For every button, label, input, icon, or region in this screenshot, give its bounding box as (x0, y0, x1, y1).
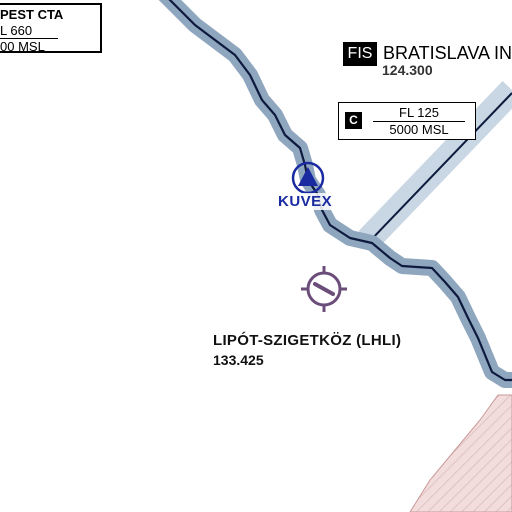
restricted-area (409, 394, 512, 512)
aerodrome-icon[interactable] (301, 266, 347, 312)
fis-frequency: 124.300 (382, 62, 433, 78)
cta-lower-limit: 00 MSL (0, 39, 45, 54)
cta-divider (0, 38, 58, 39)
airspace-class-box: C FL 125 5000 MSL (338, 102, 476, 140)
airway-centerline (367, 92, 512, 244)
airway-corridor (358, 80, 512, 250)
aerodrome-name[interactable]: LIPÓT-SZIGETKÖZ (LHLI) (213, 332, 402, 349)
fis-name: BRATISLAVA IN (383, 43, 512, 63)
airspace-lower-limit: 5000 MSL (389, 122, 449, 137)
fir-boundary-line (168, 0, 512, 382)
waypoint-label[interactable]: KUVEX (278, 193, 333, 210)
fis-tag: FIS (343, 42, 377, 66)
cta-name: PEST CTA (0, 7, 64, 22)
cta-info-box: PEST CTA L 660 00 MSL (0, 3, 102, 54)
airspace-class-badge: C (345, 112, 362, 129)
cta-upper-limit: L 660 (0, 23, 33, 38)
airspace-limit-divider (373, 121, 465, 122)
airspace-upper-limit: FL 125 (399, 105, 439, 120)
aerodrome-frequency: 133.425 (213, 352, 264, 368)
